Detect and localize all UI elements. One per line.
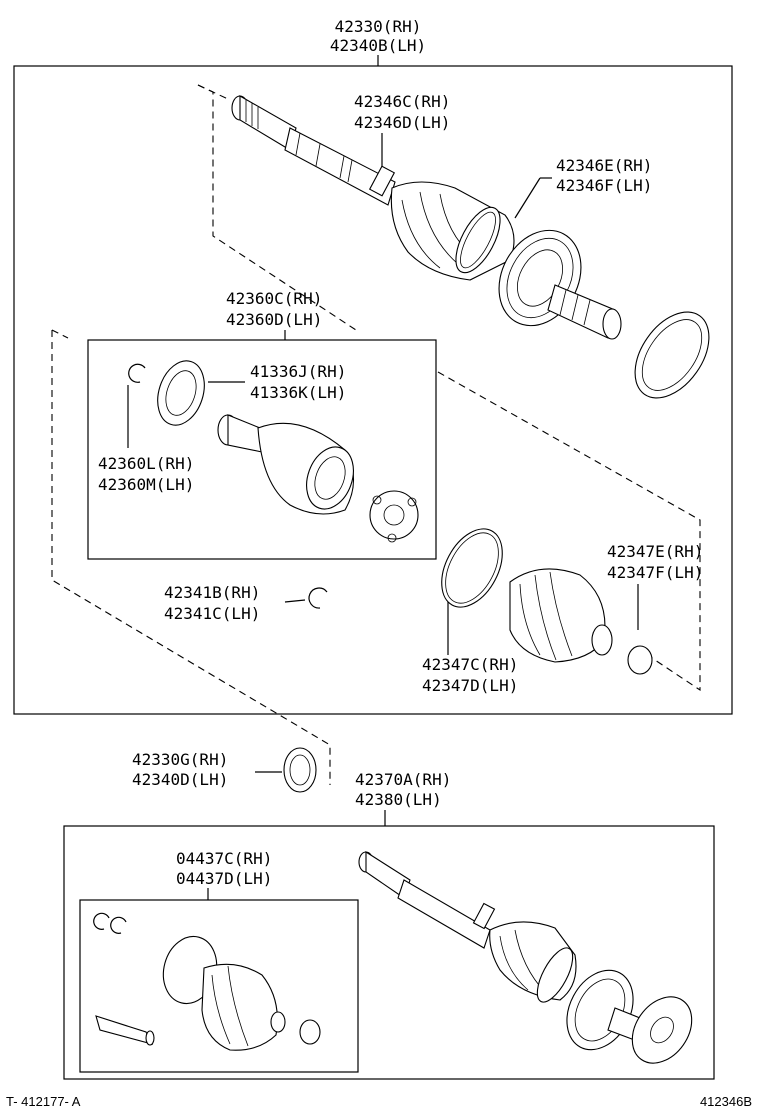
second-assembly-frame — [63, 825, 715, 1080]
label-inner-boot-lh: 42347D(LH) — [422, 676, 518, 695]
outer-seal-ring — [634, 311, 710, 399]
outer-band — [455, 206, 501, 274]
label-inner-band-rh: 42347E(RH) — [607, 542, 703, 561]
seal — [283, 747, 317, 793]
label-inner-joint-rh: 42360C(RH) — [226, 289, 322, 308]
footer-right-code: 412346B — [700, 1094, 752, 1109]
label-inner-band-lh: 42347F(LH) — [607, 563, 703, 582]
tripod — [369, 490, 419, 540]
boot-kit-frame — [79, 899, 359, 1073]
footer-left-code: T- 412177- A — [6, 1094, 81, 1109]
outer-clamp — [368, 165, 396, 197]
label-boot-kit-lh: 04437D(LH) — [176, 869, 272, 888]
snap-ring — [128, 363, 146, 383]
label-snap-ring-rh: 42360L(RH) — [98, 454, 194, 473]
main-assembly-frame — [13, 65, 733, 715]
label-second-assy-lh: 42380(LH) — [355, 790, 442, 809]
label-seal-rh: 42330G(RH) — [132, 750, 228, 769]
dust-cover — [157, 360, 205, 426]
inner-boot-parts — [441, 528, 653, 675]
label-small-ring-lh: 42341C(LH) — [164, 604, 260, 623]
inner-joint-frame — [87, 339, 437, 560]
label-outer-clamp-lh: 42346D(LH) — [354, 113, 450, 132]
upper-driveshaft — [231, 95, 710, 399]
grease-tube — [95, 1015, 154, 1045]
label-main-assy-rh: 42330(RH) — [335, 17, 422, 36]
part-labels: 42330(RH) 42340B(LH) 42346C(RH) 42346D(L… — [98, 17, 703, 888]
inner-clamp — [627, 645, 653, 675]
shaft-body — [284, 127, 396, 206]
inner-band — [441, 528, 503, 608]
label-main-assy-lh: 42340B(LH) — [330, 36, 426, 55]
label-second-assy-rh: 42370A(RH) — [355, 770, 451, 789]
label-outer-band-lh: 42346F(LH) — [556, 176, 652, 195]
inner-joint-parts — [128, 360, 419, 543]
label-outer-clamp-rh: 42346C(RH) — [354, 92, 450, 111]
small-ring — [308, 587, 328, 609]
label-snap-ring-lh: 42360M(LH) — [98, 475, 194, 494]
label-dust-cover-rh: 41336J(RH) — [250, 362, 346, 381]
label-seal-lh: 42340D(LH) — [132, 770, 228, 789]
boot-kit-parts — [93, 912, 321, 1051]
label-inner-joint-lh: 42360D(LH) — [226, 310, 322, 329]
label-small-ring-rh: 42341B(RH) — [164, 583, 260, 602]
dashed-guides — [51, 84, 701, 785]
label-outer-band-rh: 42346E(RH) — [556, 156, 652, 175]
label-dust-cover-lh: 41336K(LH) — [250, 383, 346, 402]
lower-driveshaft — [358, 850, 693, 1064]
label-boot-kit-rh: 04437C(RH) — [176, 849, 272, 868]
label-inner-boot-rh: 42347C(RH) — [422, 655, 518, 674]
